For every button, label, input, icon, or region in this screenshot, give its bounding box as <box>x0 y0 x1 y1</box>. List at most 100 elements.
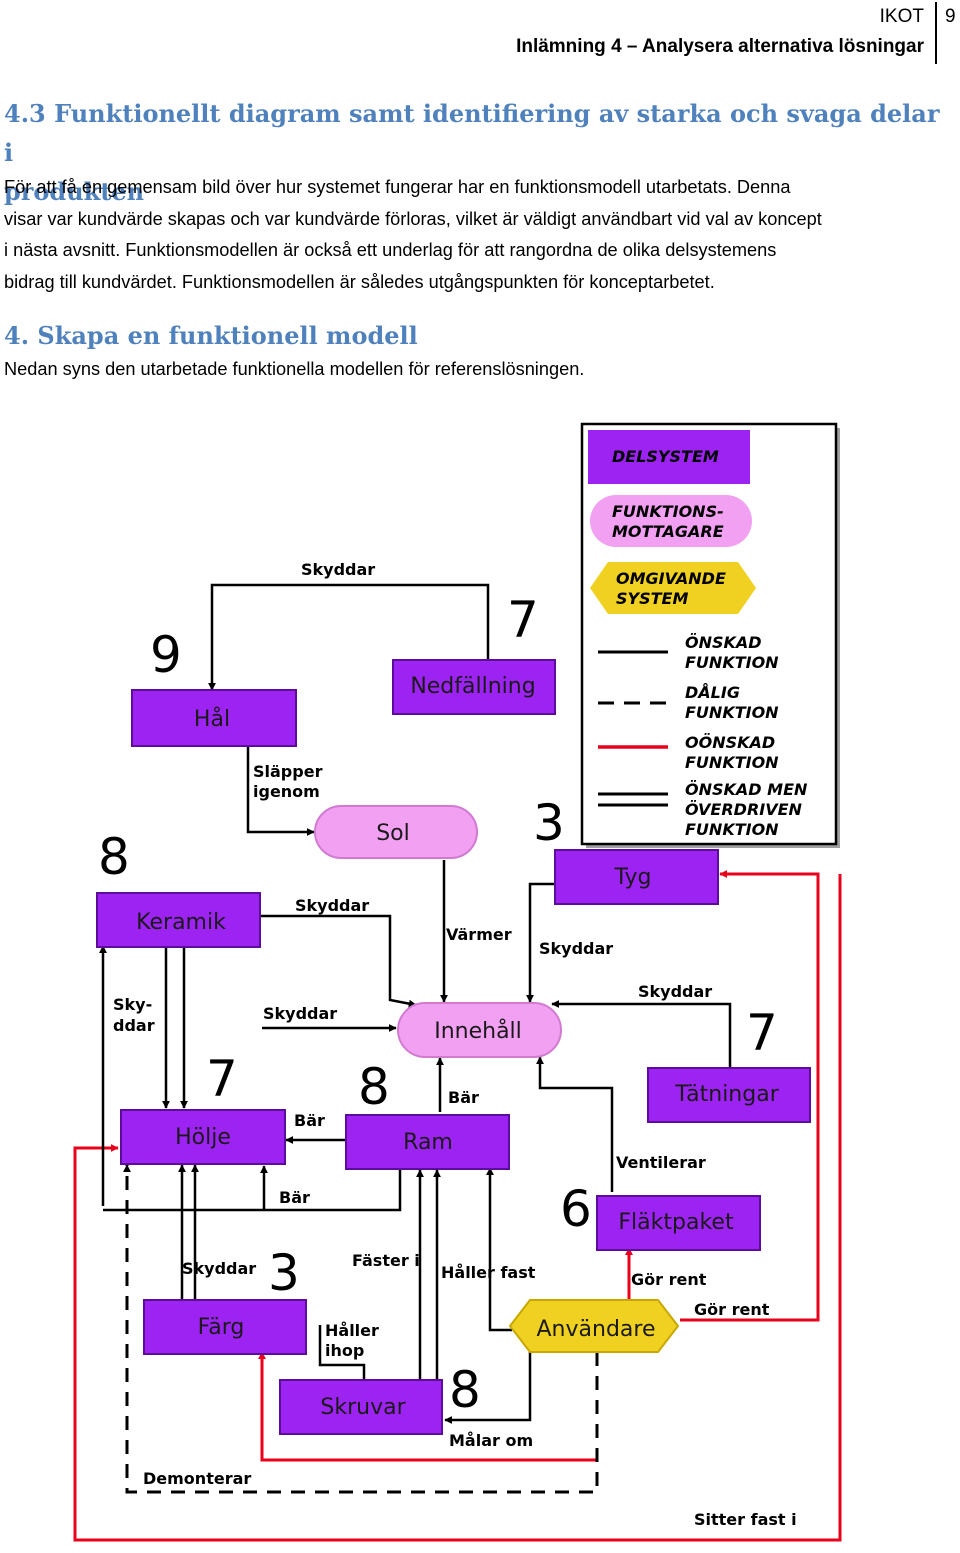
paragraph-line: För att få en gemensam bild över hur sys… <box>4 177 791 197</box>
box-tatningar <box>647 1067 811 1123</box>
box-flaktpaket <box>596 1195 761 1251</box>
box-ram <box>345 1114 510 1170</box>
label-farg: Färg <box>198 1315 245 1340</box>
label-skruvar: Skruvar <box>320 1395 406 1420</box>
label-sol: Sol <box>376 821 410 846</box>
box-farg <box>143 1299 307 1355</box>
legend: DELSYSTEM FUNKTIONS- MOTTAGARE OMGIVANDE… <box>580 422 840 848</box>
section-heading-4: 4. Skapa en funktionell modell <box>4 316 944 355</box>
edge-label: Släpper <box>253 762 323 781</box>
label-keramik: Keramik <box>136 910 226 935</box>
number-holje: 7 <box>206 1050 238 1108</box>
paragraph-line: bidrag till kundvärdet. Funktionsmodelle… <box>4 271 715 292</box>
legend-surrounding-label-2: SYSTEM <box>616 589 688 608</box>
edge-label: Demonterar <box>143 1469 251 1488</box>
undesired-function-lines <box>73 870 842 1542</box>
header-title: Inlämning 4 – Analysera alternativa lösn… <box>516 36 924 57</box>
receiver-sol <box>314 805 478 859</box>
box-tyg <box>554 849 719 905</box>
edge-label: Skyddar <box>638 982 712 1001</box>
label-hal: Hål <box>194 706 230 732</box>
edge-label: Bär <box>448 1088 479 1107</box>
number-skruvar: 8 <box>449 1361 481 1419</box>
label-holje: Hölje <box>175 1125 231 1150</box>
number-flaktpaket: 6 <box>560 1180 592 1238</box>
edge-label: ddar <box>113 1016 155 1035</box>
label-nedfallning: Nedfällning <box>410 674 535 699</box>
legend-poor-label-1: DÅLIG <box>685 683 740 702</box>
label-ram: Ram <box>403 1130 453 1155</box>
legend-surrounding-label-1: OMGIVANDE <box>616 569 726 588</box>
number-keramik: 8 <box>98 828 130 886</box>
legend-box <box>580 422 838 846</box>
legend-receiver-label-2: MOTTAGARE <box>612 522 724 541</box>
legend-subsystem-swatch <box>588 430 750 484</box>
edge-label: Skyddar <box>301 560 375 579</box>
legend-subsystem-label: DELSYSTEM <box>612 447 719 466</box>
edge-label: Skyddar <box>263 1004 337 1023</box>
label-tyg: Tyg <box>614 865 652 890</box>
surrounding-anvandare <box>508 1299 680 1353</box>
paragraph-reference-solution: Nedan syns den utarbetade funktionella m… <box>4 359 585 379</box>
legend-surrounding-swatch <box>590 562 756 614</box>
label-tatningar: Tätningar <box>674 1082 779 1107</box>
legend-receiver-swatch <box>590 495 752 547</box>
page-number: 9 <box>945 6 956 27</box>
edge-label: Gör rent <box>694 1300 770 1319</box>
edge-label: Fäster i <box>352 1251 420 1270</box>
paragraph-line: i nästa avsnitt. Funktionsmodellen är oc… <box>4 240 777 260</box>
heading-line-1: 4.3 Funktionellt diagram samt identifier… <box>4 99 940 167</box>
edge-label: Värmer <box>446 925 512 944</box>
edge-label: Skyddar <box>295 896 369 915</box>
edge-label: Håller fast <box>441 1263 536 1282</box>
edge-label: Sitter fast i <box>694 1510 797 1529</box>
edge-label: Skyddar <box>539 939 613 958</box>
label-flaktpaket: Fläktpaket <box>618 1210 734 1235</box>
edge-label: igenom <box>253 782 320 801</box>
label-innehall: Innehåll <box>434 1018 522 1044</box>
legend-excessive-label-1: ÖNSKAD MEN <box>685 780 808 799</box>
edge-label: ihop <box>325 1341 364 1360</box>
edge-label: Ventilerar <box>616 1153 706 1172</box>
section-heading-4-3: 4.3 Funktionellt diagram samt identifier… <box>4 94 944 211</box>
box-nedfallning <box>392 659 556 715</box>
desired-function-lines <box>99 583 732 1424</box>
header-company: IKOT <box>879 6 924 27</box>
paragraph-line: visar var kundvärde skapas och var kundv… <box>4 208 822 229</box>
box-hal <box>131 689 297 747</box>
edge-label: Bär <box>279 1188 310 1207</box>
edge-label: Bär <box>294 1111 325 1130</box>
legend-desired-label-1: ÖNSKAD <box>685 633 762 652</box>
heading-text: 4. Skapa en funktionell modell <box>4 321 418 350</box>
subsystem-boxes <box>96 659 811 1435</box>
legend-receiver-label-1: FUNKTIONS- <box>612 502 724 521</box>
edge-label: Gör rent <box>631 1270 707 1289</box>
number-farg: 3 <box>268 1244 300 1302</box>
edge-label: Sky- <box>113 995 152 1014</box>
box-skruvar <box>279 1379 443 1435</box>
header-separator <box>935 2 937 64</box>
number-hal: 9 <box>150 626 182 684</box>
edge-label: Skyddar <box>182 1259 256 1278</box>
legend-excessive-label-2: ÖVERDRIVEN <box>685 800 803 819</box>
edge-label: Håller <box>325 1321 379 1340</box>
legend-poor-label-2: FUNKTION <box>685 703 779 722</box>
edge-label: Målar om <box>449 1431 533 1450</box>
number-tyg: 3 <box>533 794 565 852</box>
page-header: IKOT Inlämning 4 – Analysera alternativa… <box>0 0 960 70</box>
legend-desired-label-2: FUNKTION <box>685 653 779 672</box>
poor-function-lines <box>123 1164 599 1494</box>
box-holje <box>120 1109 286 1165</box>
label-anvandare: Användare <box>537 1317 656 1342</box>
legend-undesired-label-2: FUNKTION <box>685 753 779 772</box>
number-nedfallning: 7 <box>507 591 539 649</box>
receiver-innehall <box>397 1002 562 1058</box>
legend-undesired-label-1: OÖNSKAD <box>685 733 775 752</box>
box-keramik <box>96 892 261 948</box>
number-tatningar: 7 <box>746 1004 778 1062</box>
legend-excessive-label-3: FUNKTION <box>685 820 779 839</box>
number-ram: 8 <box>358 1058 390 1116</box>
heading-line-2: produkten <box>4 177 145 206</box>
paragraph-functional-model: För att få en gemensam bild över hur sys… <box>4 172 949 298</box>
